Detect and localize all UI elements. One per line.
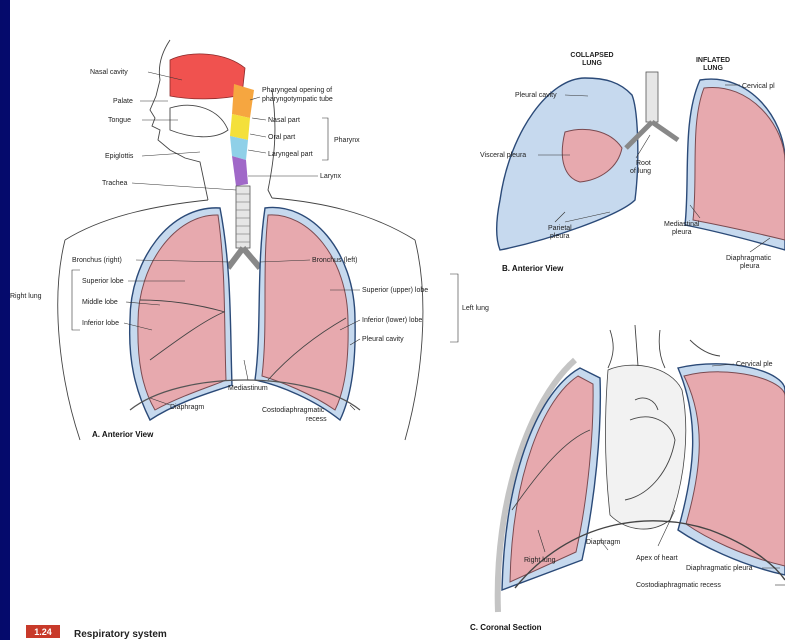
label-laryngeal-part: Laryngeal part xyxy=(268,151,313,158)
pharynx-oral-part xyxy=(230,114,250,140)
label-apex-of-heart: Apex of heart xyxy=(636,555,678,562)
inflated-lung xyxy=(693,87,785,240)
label-pleural-cavity-a: Pleural cavity xyxy=(362,336,404,343)
label-cervical-c: Cervical ple xyxy=(736,361,773,368)
slide-page: Nasal cavity Palate Tongue Epiglottis Tr… xyxy=(10,0,785,640)
caption-panel-b: B. Anterior View xyxy=(502,264,564,273)
label-nasal-part: Nasal part xyxy=(268,117,300,124)
label-bronchus-left: Bronchus (left) xyxy=(312,257,358,264)
respiratory-diagram: Nasal cavity Palate Tongue Epiglottis Tr… xyxy=(10,0,785,640)
label-root-2: of lung xyxy=(630,168,651,175)
label-inflated-1: INFLATED xyxy=(696,57,730,64)
panel-a: Nasal cavity Palate Tongue Epiglottis Tr… xyxy=(10,40,489,440)
label-costodiaphragmatic-recess-c: Costodiaphragmatic recess xyxy=(636,582,721,589)
label-diaphragmatic-b-2: pleura xyxy=(740,263,760,270)
right-lung xyxy=(138,215,226,410)
panel-c: Cervical ple Right lung Diaphragm Apex o… xyxy=(470,325,785,632)
label-left-lung: Left lung xyxy=(462,305,489,312)
bronchi xyxy=(228,248,260,268)
label-inferior-lower-lobe: Inferior (lower) lobe xyxy=(362,317,422,324)
tongue-outline xyxy=(170,105,228,137)
label-inferior-lobe: Inferior lobe xyxy=(82,320,119,327)
great-vessels-c xyxy=(608,325,720,368)
caption-panel-a: A. Anterior View xyxy=(92,430,154,439)
label-superior-upper-lobe: Superior (upper) lobe xyxy=(362,287,428,294)
label-costodiaphragmatic-1: Costodiaphragmatic xyxy=(262,407,325,414)
label-costodiaphragmatic-2: recess xyxy=(306,416,327,423)
label-parietal-1: Parietal xyxy=(548,225,572,232)
label-parietal-2: pleura xyxy=(550,233,570,240)
label-pharyngeal-opening-2: pharyngotympatic tube xyxy=(262,96,333,103)
label-collapsed-1: COLLAPSED xyxy=(570,52,613,59)
label-visceral-pleura: Visceral pleura xyxy=(480,152,526,159)
label-root-1: Root xyxy=(636,160,651,167)
label-middle-lobe: Middle lobe xyxy=(82,299,118,306)
label-collapsed-2: LUNG xyxy=(582,60,602,67)
neck-outline xyxy=(268,90,275,198)
figure-footer: 1.24 Respiratory system xyxy=(26,625,167,640)
label-diaphragmatic-pleura-c: Diaphragmatic pleura xyxy=(686,565,753,572)
label-diaphragmatic-b-1: Diaphragmatic xyxy=(726,255,772,262)
label-oral-part: Oral part xyxy=(268,134,295,141)
label-mediastinal-2: pleura xyxy=(672,229,692,236)
label-diaphragm-a: Diaphragm xyxy=(170,404,204,411)
figure-title: Respiratory system xyxy=(74,629,167,640)
panel-b: COLLAPSED LUNG INFLATED LUNG Cervical pl… xyxy=(480,52,785,273)
label-pleural-cavity-b: Pleural cavity xyxy=(515,92,557,99)
label-tongue: Tongue xyxy=(108,117,131,124)
label-pharyngeal-opening-1: Pharyngeal opening of xyxy=(262,87,332,94)
label-mediastinal-1: Mediastinal xyxy=(664,221,700,228)
label-right-lung: Right lung xyxy=(10,293,42,300)
label-epiglottis: Epiglottis xyxy=(105,153,134,160)
larynx-region xyxy=(232,156,248,186)
label-cervical-b: Cervical pl xyxy=(742,83,775,90)
label-nasal-cavity: Nasal cavity xyxy=(90,69,128,76)
figure-number: 1.24 xyxy=(34,627,52,637)
caption-panel-c: C. Coronal Section xyxy=(470,623,542,632)
label-diaphragm-c: Diaphragm xyxy=(586,539,620,546)
trachea-tube xyxy=(236,186,250,248)
label-bronchus-right: Bronchus (right) xyxy=(72,257,122,264)
label-right-lung-c: Right lung xyxy=(524,557,556,564)
label-mediastinum: Mediastinum xyxy=(228,385,268,392)
label-superior-lobe: Superior lobe xyxy=(82,278,124,285)
label-inflated-2: LUNG xyxy=(703,65,723,72)
trachea-b xyxy=(646,72,658,122)
label-trachea: Trachea xyxy=(102,180,128,187)
label-palate: Palate xyxy=(113,98,133,105)
label-larynx: Larynx xyxy=(320,173,342,180)
label-pharynx: Pharynx xyxy=(334,137,360,144)
left-lung xyxy=(262,215,348,410)
pharynx-nasal-part xyxy=(232,84,254,118)
